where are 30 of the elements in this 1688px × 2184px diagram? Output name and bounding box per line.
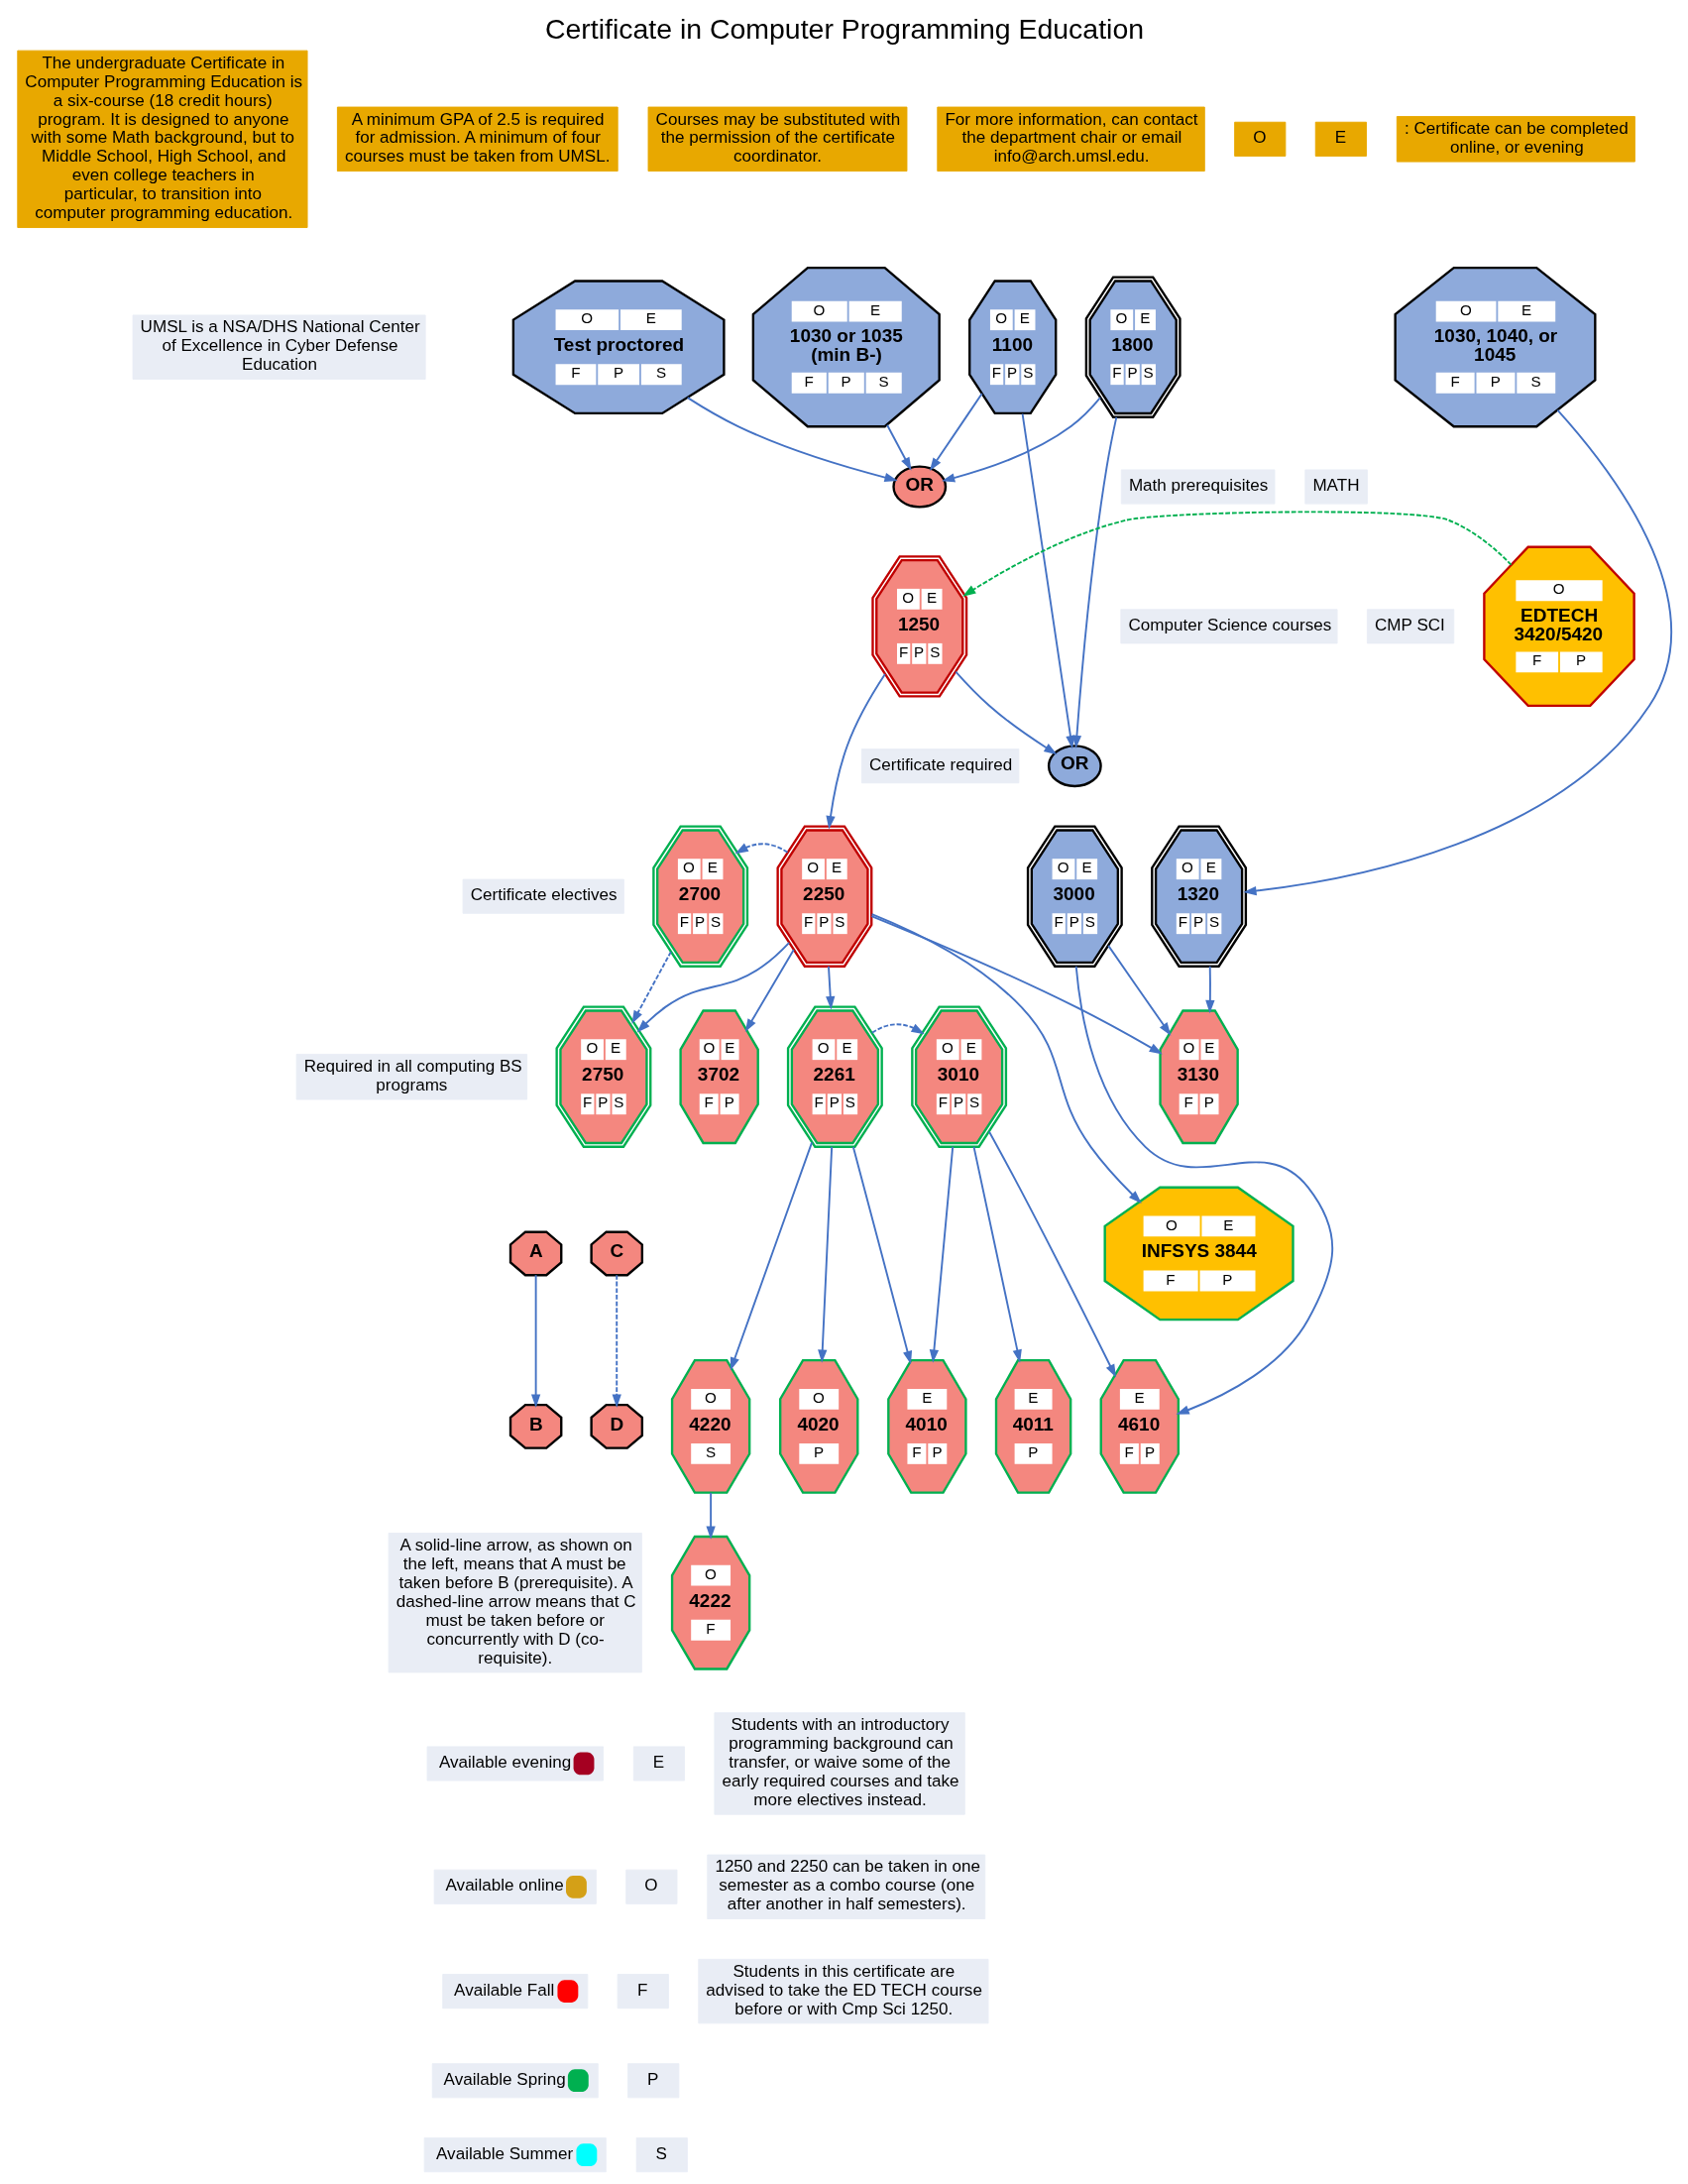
- label: For more information, can contact the department chair or email info@arch.umsl.edu.: [944, 109, 1197, 167]
- legend-label: Certificate electives: [470, 885, 618, 905]
- legend-label: Math prerequisites: [1128, 476, 1268, 496]
- label: O: [643, 1876, 658, 1896]
- legend-label: Available Summer: [435, 2143, 573, 2163]
- legend-label: Certificate required: [868, 754, 1012, 774]
- label: E: [652, 1753, 664, 1773]
- legend-label: Available Spring: [443, 2069, 566, 2089]
- label: P: [646, 2069, 658, 2089]
- legend-label: Available evening: [438, 1753, 571, 1773]
- label: F: [636, 1980, 648, 2000]
- legend-label: Students in this certificate are advised to take the ED TECH course before or with Cmp Sci 1250.: [705, 1961, 982, 2018]
- legend-label: Computer Science courses: [1127, 616, 1331, 635]
- label: CMP SCI: [1374, 616, 1445, 635]
- diagram-title: Certificate in Computer Programming Education: [544, 12, 1144, 45]
- label: A solid-line arrow, as shown on the left, means that A must be taken before B (prerequisite). A dashed-line arrow means that C must be taken before or concurrently with D (co-requisite).: [395, 1535, 636, 1667]
- label: Students with an introductory programming background can transfer, or waive some of the early required courses and take more electives instead.: [722, 1715, 959, 1810]
- legend-label: Available Fall: [453, 1980, 554, 2000]
- label: Courses may be substituted with the permission of the certificate coordinator.: [655, 109, 900, 167]
- label: 1250 and 2250 can be taken in one semester as a combo course (one after another in half semesters).: [714, 1857, 980, 1914]
- label: UMSL is a NSA/DHS National Center of Excellence in Cyber Defense Education: [140, 317, 420, 375]
- label: S: [655, 2143, 667, 2163]
- label: The undergraduate Certificate in Computer Programming Education is a six-course (18 credit hours) program. It is designed to anyone with some Math background, but to Middle School, High School, and even college teachers in particular, to transition into computer programming education.: [24, 53, 302, 223]
- label: O: [1252, 128, 1266, 148]
- label: E: [1334, 128, 1346, 148]
- label: A minimum GPA of 2.5 is required for admission. A minimum of four courses must be taken from UMSL.: [344, 109, 610, 167]
- legend-label: Available online: [445, 1876, 564, 1896]
- label: : Certificate can be completed online, or evening: [1404, 119, 1629, 157]
- label: MATH: [1311, 476, 1359, 496]
- legend-label: Required in all computing BS programs: [303, 1056, 522, 1094]
